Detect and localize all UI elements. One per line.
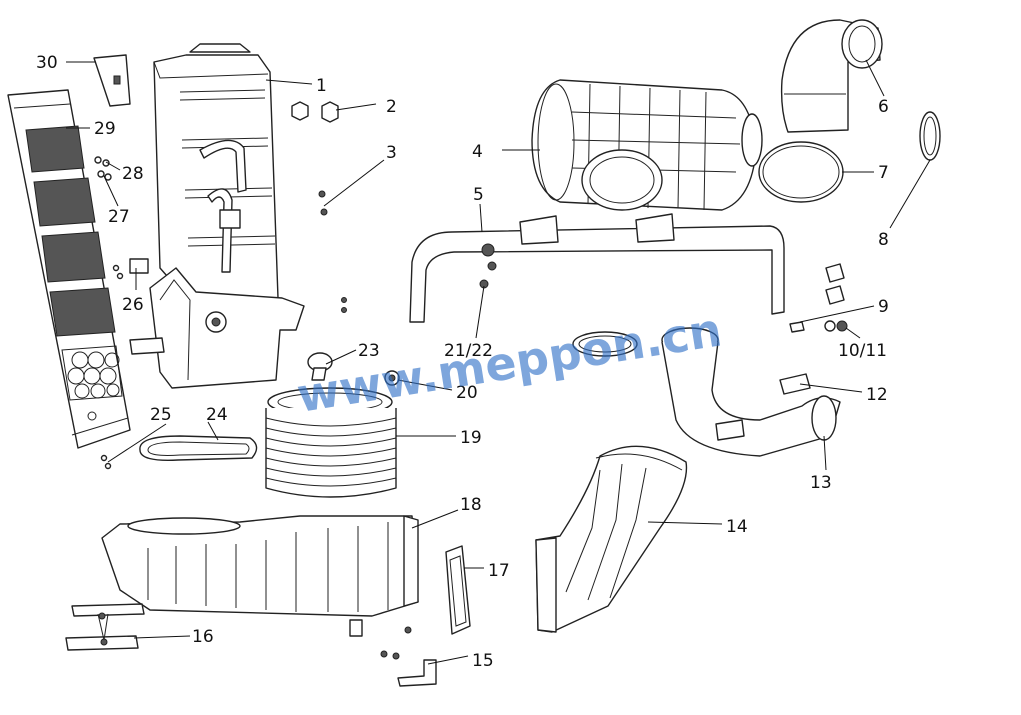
callout-14: 14 (726, 517, 748, 537)
watermark-text: www.meppon.cn (293, 302, 725, 422)
part-16-brackets (65, 603, 145, 651)
part-7-clamp-ring (758, 141, 844, 203)
callout-16: 16 (192, 627, 214, 647)
callout-19: 19 (460, 428, 482, 448)
part-1-lower-housing (129, 267, 305, 389)
callout-23: 23 (358, 341, 380, 361)
callout-13: 13 (810, 473, 832, 493)
part-9-10-11-fasteners (789, 263, 848, 333)
part-4-air-filter (531, 79, 763, 211)
small-fasteners-left (94, 156, 149, 470)
part-12-bracket (779, 373, 811, 395)
callout-labels: 30 1 2 3 29 28 27 26 4 5 6 7 8 9 10/11 1… (36, 53, 889, 671)
callout-24: 24 (206, 405, 228, 425)
part-6-elbow (780, 19, 883, 133)
small-bolts-center (341, 297, 347, 313)
callout-6: 6 (878, 97, 889, 117)
callout-7: 7 (878, 163, 889, 183)
callout-20: 20 (456, 383, 478, 403)
callout-17: 17 (488, 561, 510, 581)
part-17-seal (445, 545, 471, 635)
callout-1: 1 (316, 76, 327, 96)
callout-28: 28 (122, 164, 144, 184)
part-23-grommet (307, 352, 333, 381)
part-3-bolts (318, 190, 328, 216)
part-30-bracket (93, 54, 131, 107)
callout-8: 8 (878, 230, 889, 250)
callout-3: 3 (386, 143, 397, 163)
callout-26: 26 (122, 295, 144, 315)
leader-lines (66, 59, 931, 665)
callout-4: 4 (472, 142, 483, 162)
callout-25: 25 (150, 405, 172, 425)
part-1-shield (153, 43, 279, 301)
callout-18: 18 (460, 495, 482, 515)
part-15-bracket (380, 626, 437, 687)
callout-21-22: 21/22 (444, 341, 493, 361)
callout-15: 15 (472, 651, 494, 671)
part-14-funnel-duct (535, 445, 688, 633)
part-13-intake-pipe (661, 327, 841, 457)
callout-9: 9 (878, 297, 889, 317)
part-24-gasket (139, 435, 258, 461)
callout-29: 29 (94, 119, 116, 139)
part-8-ring (919, 111, 941, 161)
part-18-intake-duct (101, 515, 419, 637)
part-19-bellows (265, 387, 397, 498)
part-5-mounting-bracket (409, 213, 785, 323)
part-29-perforated-panel (7, 89, 131, 449)
callout-27: 27 (108, 207, 130, 227)
callout-2: 2 (386, 97, 397, 117)
part-2-nuts (291, 101, 339, 123)
callout-5: 5 (473, 185, 484, 205)
center-gasket (572, 331, 638, 357)
callout-10-11: 10/11 (838, 341, 887, 361)
part-20-clamp (384, 370, 400, 386)
callout-12: 12 (866, 385, 888, 405)
callout-30: 30 (36, 53, 58, 73)
